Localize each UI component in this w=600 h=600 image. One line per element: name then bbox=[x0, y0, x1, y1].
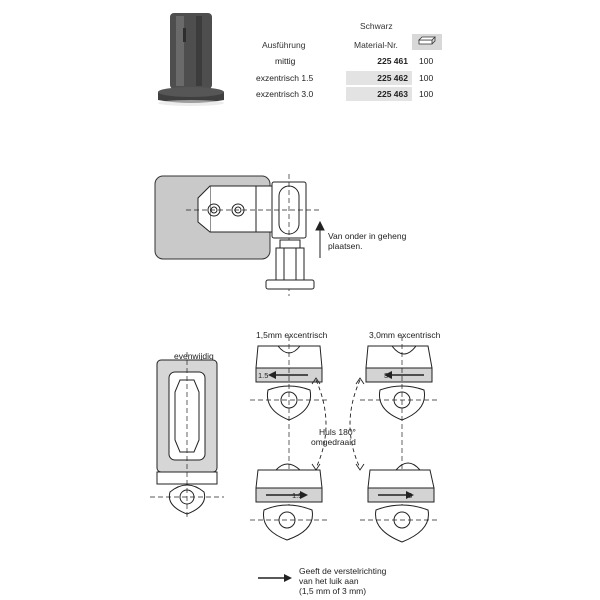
arrow-15-top bbox=[268, 371, 308, 379]
row-3-material: 225 463 bbox=[346, 87, 412, 101]
rotate-note-line-2: omgedraaid bbox=[311, 437, 356, 447]
row-2-variant: exzentrisch 1.5 bbox=[256, 73, 314, 83]
legend-line-2: van het luik aan bbox=[299, 576, 359, 586]
rotation-arrows bbox=[311, 377, 365, 471]
row-3-qty: 100 bbox=[419, 89, 434, 99]
mount-note-line-2: plaatsen. bbox=[328, 241, 363, 251]
legend-line-3: (1,5 mm of 3 mm) bbox=[299, 586, 367, 596]
eccentric-15-bottom bbox=[250, 463, 330, 541]
parallel-view bbox=[150, 352, 224, 520]
eccentric-30-top bbox=[360, 336, 440, 540]
box-icon bbox=[412, 34, 442, 50]
mark-15-bottom: 1.5 bbox=[292, 491, 303, 500]
arrow-15-bottom bbox=[266, 491, 308, 499]
label-parallel: evenwijdig bbox=[174, 351, 214, 361]
label-eccentric-30: 3,0mm excentrisch bbox=[369, 330, 441, 340]
arrow-30-bottom bbox=[378, 491, 414, 499]
arrow-30-top bbox=[384, 371, 424, 379]
mounting-diagram bbox=[154, 174, 325, 296]
row-1-variant: mittig bbox=[275, 56, 296, 66]
material-column-header: Material-Nr. bbox=[354, 40, 398, 50]
mark-15-top: 1.5 bbox=[258, 371, 269, 380]
variant-column-header: Ausführung bbox=[262, 40, 306, 50]
mark-3-bottom: 3 bbox=[408, 491, 413, 500]
row-1-qty: 100 bbox=[419, 56, 434, 66]
row-2-material: 225 462 bbox=[346, 71, 412, 85]
label-eccentric-15: 1,5mm excentrisch bbox=[256, 330, 328, 340]
row-3-variant: exzentrisch 3.0 bbox=[256, 89, 314, 99]
mark-3-top: 3 bbox=[384, 371, 389, 380]
legend-arrow bbox=[258, 574, 292, 582]
row-1-material: 225 461 bbox=[377, 56, 408, 66]
product-photo bbox=[158, 13, 224, 106]
legend-line-1: Geeft de verstelrichting bbox=[299, 566, 387, 576]
eccentric-30-bottom bbox=[360, 462, 440, 543]
color-header: Schwarz bbox=[360, 21, 393, 31]
rotate-note-line-1: Huls 180° bbox=[319, 427, 356, 437]
mount-note-line-1: Van onder in geheng bbox=[328, 231, 407, 241]
row-2-qty: 100 bbox=[419, 73, 434, 83]
